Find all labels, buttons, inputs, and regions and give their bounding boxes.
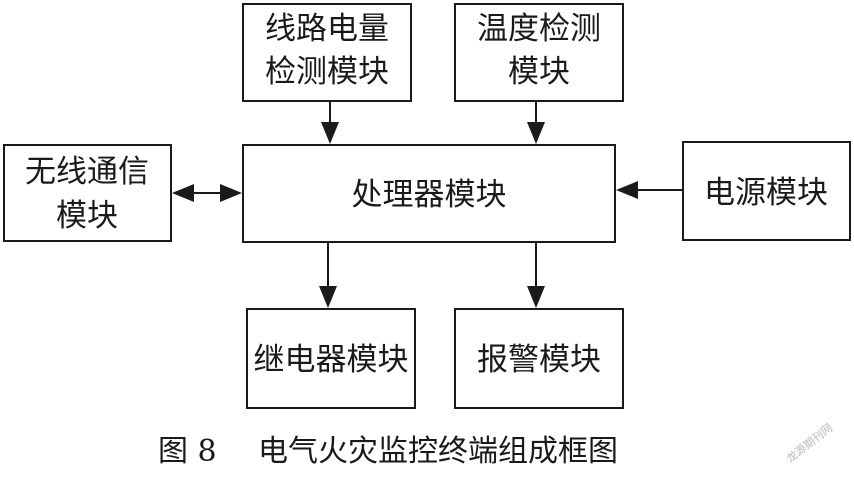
arrow-wireless-processor-bidirectional <box>172 184 242 202</box>
line-power-detection-block: 线路电量 检测模块 <box>242 3 412 102</box>
figure-number: 图 8 <box>158 434 217 469</box>
line-power-detection-label-line2: 检测模块 <box>265 54 389 90</box>
wireless-comm-label-line1: 无线通信 <box>25 154 149 190</box>
arrow-line-power-to-processor <box>321 101 339 144</box>
relay-label: 继电器模块 <box>254 342 409 378</box>
relay-block: 继电器模块 <box>246 308 416 409</box>
arrow-power-to-processor <box>616 181 683 199</box>
power-supply-label: 电源模块 <box>704 175 828 211</box>
wireless-comm-block: 无线通信 模块 <box>3 144 172 242</box>
processor-label: 处理器模块 <box>352 177 507 213</box>
alarm-label: 报警模块 <box>477 342 601 378</box>
arrow-processor-to-alarm <box>527 242 545 308</box>
wireless-comm-label-line2: 模块 <box>56 198 118 234</box>
alarm-block: 报警模块 <box>454 308 624 409</box>
temperature-detection-label-line1: 温度检测 <box>477 11 601 47</box>
watermark-text: 龙源期刊网 <box>783 420 835 465</box>
arrow-processor-to-relay <box>319 242 337 308</box>
line-power-detection-label-line1: 线路电量 <box>265 11 389 47</box>
power-supply-block: 电源模块 <box>682 141 851 241</box>
processor-block: 处理器模块 <box>242 144 616 243</box>
figure-title: 电气火灾监控终端组成框图 <box>258 434 618 469</box>
figure-caption: 图 8 电气火灾监控终端组成框图 <box>158 434 618 469</box>
temperature-detection-block: 温度检测 模块 <box>454 3 624 102</box>
arrow-temperature-to-processor <box>527 101 545 144</box>
temperature-detection-label-line2: 模块 <box>508 54 570 90</box>
